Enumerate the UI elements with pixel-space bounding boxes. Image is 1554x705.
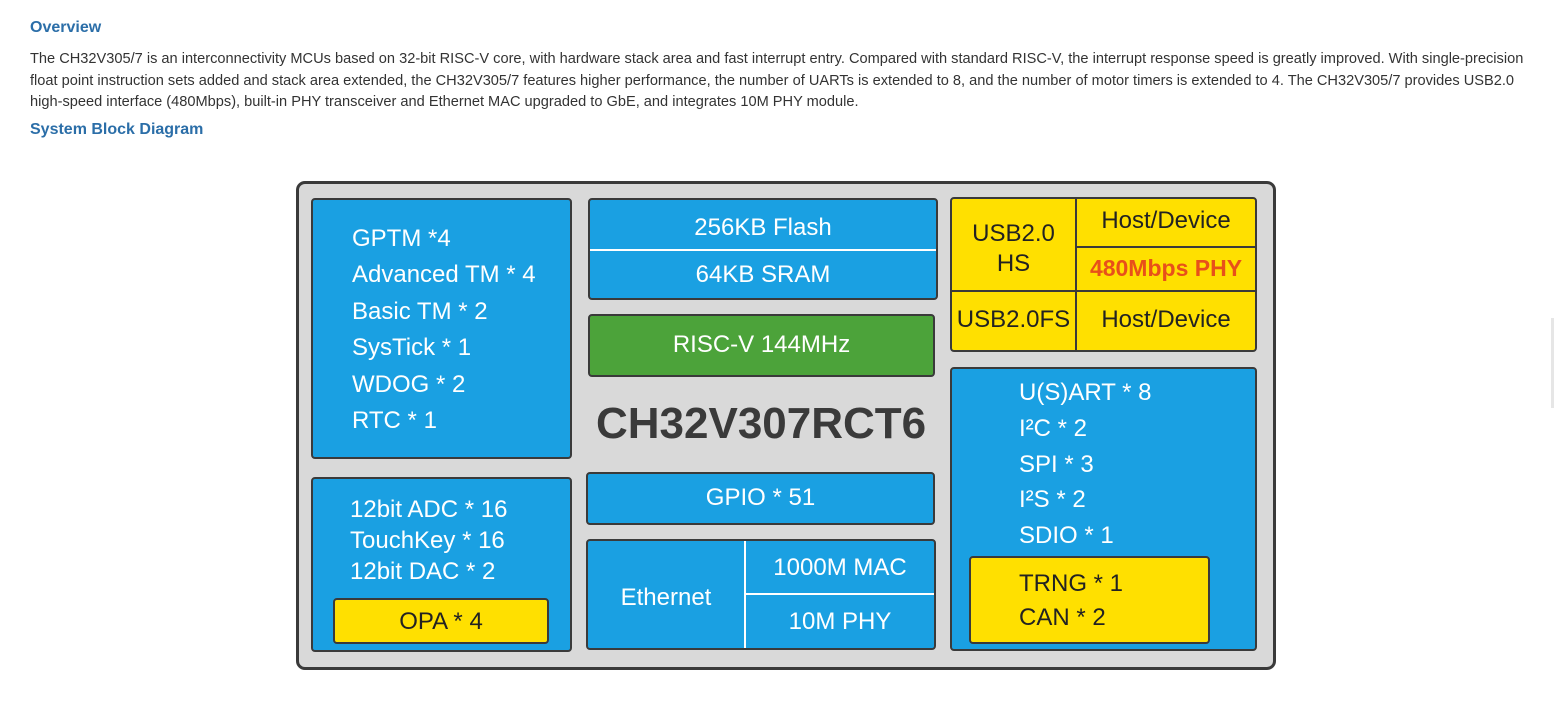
ethernet-phy: 10M PHY (788, 608, 892, 635)
overview-text: The CH32V305/7 is an interconnectivity M… (30, 51, 1524, 110)
usb-fs-mode: Host/Device (1101, 306, 1231, 333)
usb-hs-label-line1: USB2.0 (972, 220, 1055, 247)
security-trng: TRNG * 1 (1019, 570, 1124, 597)
usb-block (950, 197, 1257, 352)
ethernet-label: Ethernet (620, 584, 712, 611)
timer-basic-tm: Basic TM * 2 (352, 298, 488, 325)
diagram-heading: System Block Diagram (30, 121, 204, 138)
gpio-label: GPIO * 51 (705, 484, 816, 511)
security-can: CAN * 2 (1019, 604, 1106, 631)
chip-name: CH32V307RCT6 (596, 399, 927, 448)
comm-i2c: I²C * 2 (1019, 415, 1088, 442)
timer-rtc: RTC * 1 (352, 407, 437, 434)
usb-hs-divider (1077, 246, 1255, 248)
ethernet-vdivider (744, 541, 746, 648)
comm-spi: SPI * 3 (1019, 451, 1094, 478)
analog-dac: 12bit DAC * 2 (350, 558, 496, 585)
ethernet-hdivider (746, 593, 934, 595)
usb-hs-speed: 480Mbps PHY (1089, 255, 1243, 281)
timer-gptm: GPTM *4 (352, 225, 451, 252)
usb-hdivider (952, 290, 1255, 292)
usb-vdivider (1075, 199, 1077, 350)
security-block (969, 556, 1210, 644)
comm-sdio: SDIO * 1 (1019, 522, 1114, 549)
analog-touchkey: TouchKey * 16 (350, 527, 505, 554)
opa-block (333, 598, 549, 644)
analog-adc: 12bit ADC * 16 (350, 496, 508, 523)
memory-divider (590, 249, 936, 251)
usb-hs-label-line2: HS (996, 250, 1031, 277)
gpio-block (586, 472, 935, 525)
timers-block (311, 198, 572, 459)
timer-advanced-tm: Advanced TM * 4 (352, 261, 536, 288)
memory-sram: 64KB SRAM (695, 261, 831, 288)
overview-heading: Overview (30, 19, 102, 36)
timer-systick: SysTick * 1 (352, 334, 472, 361)
core-label: RISC-V 144MHz (672, 331, 851, 358)
opa-label: OPA * 4 (399, 608, 483, 635)
comm-usart: U(S)ART * 8 (1019, 379, 1152, 406)
memory-flash: 256KB Flash (694, 214, 832, 241)
scrollbar-edge (1551, 318, 1554, 408)
usb-fs-label: USB2.0FS (956, 306, 1071, 333)
ethernet-mac: 1000M MAC (773, 554, 907, 581)
usb-hs-mode: Host/Device (1101, 207, 1231, 234)
core-block (588, 314, 935, 377)
comm-i2s: I²S * 2 (1019, 486, 1086, 513)
timer-wdog: WDOG * 2 (352, 371, 466, 398)
